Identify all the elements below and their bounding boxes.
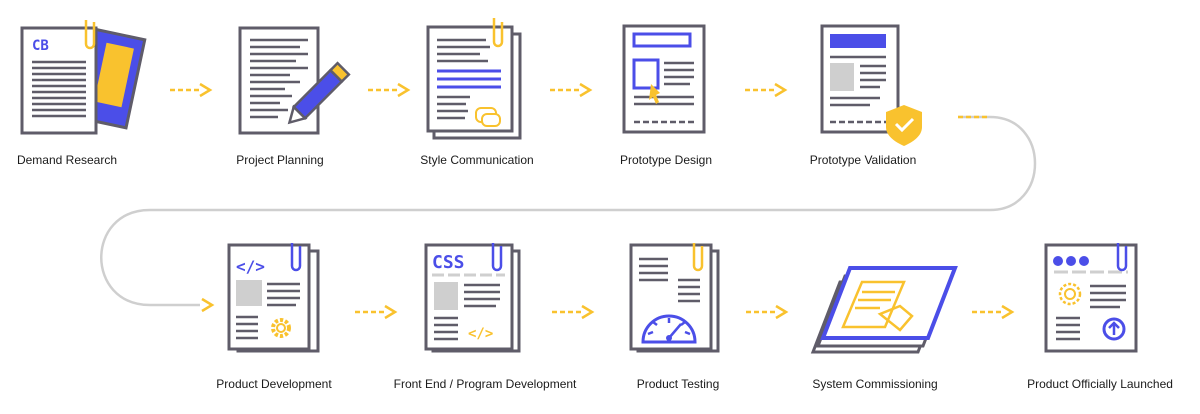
step-label-product-development: Product Development bbox=[216, 377, 332, 391]
arrow-8-9 bbox=[746, 304, 789, 320]
step-label-system-commissioning: System Commissioning bbox=[812, 377, 938, 391]
document-with-pencil-icon bbox=[238, 26, 351, 135]
arrow-3-4 bbox=[550, 82, 593, 98]
arrow-2-3 bbox=[368, 82, 411, 98]
arrow-9-10 bbox=[972, 304, 1015, 320]
documents-with-cb-icon: CB bbox=[20, 20, 147, 135]
arrow-7-8 bbox=[552, 304, 595, 320]
cb-text: CB bbox=[32, 38, 49, 54]
step-label-project-planning: Project Planning bbox=[236, 153, 324, 167]
document-with-shield-check-icon bbox=[820, 24, 922, 146]
document-with-chat-icon bbox=[426, 18, 522, 140]
code-text: </> bbox=[236, 257, 265, 276]
arrow-4-5 bbox=[745, 82, 788, 98]
step-label-prototype-design: Prototype Design bbox=[619, 153, 713, 167]
document-with-gauge-icon bbox=[629, 243, 720, 353]
browser-page-with-upload-icon bbox=[1044, 243, 1138, 353]
arrow-6-7 bbox=[355, 304, 398, 320]
step-label-front-end-program-development: Front End / Program Development bbox=[393, 377, 577, 391]
css-document-icon: CSS </> bbox=[424, 243, 521, 353]
arrow-1-2 bbox=[170, 82, 213, 98]
step-label-product-testing: Product Testing bbox=[636, 377, 720, 391]
step-label-prototype-validation: Prototype Validation bbox=[809, 153, 917, 167]
wireframe-document-icon bbox=[622, 24, 706, 134]
arrow-into-6 bbox=[201, 297, 215, 313]
code-text-small: </> bbox=[468, 326, 493, 342]
stacked-sheets-icon bbox=[810, 266, 958, 354]
code-document-with-gear-icon: </> bbox=[227, 243, 320, 353]
css-text: CSS bbox=[432, 252, 465, 273]
step-label-style-communication: Style Communication bbox=[420, 153, 534, 167]
step-label-demand-research: Demand Research bbox=[16, 153, 118, 167]
step-label-product-officially-launched: Product Officially Launched bbox=[1027, 377, 1173, 391]
row-connector-line bbox=[100, 115, 1037, 307]
